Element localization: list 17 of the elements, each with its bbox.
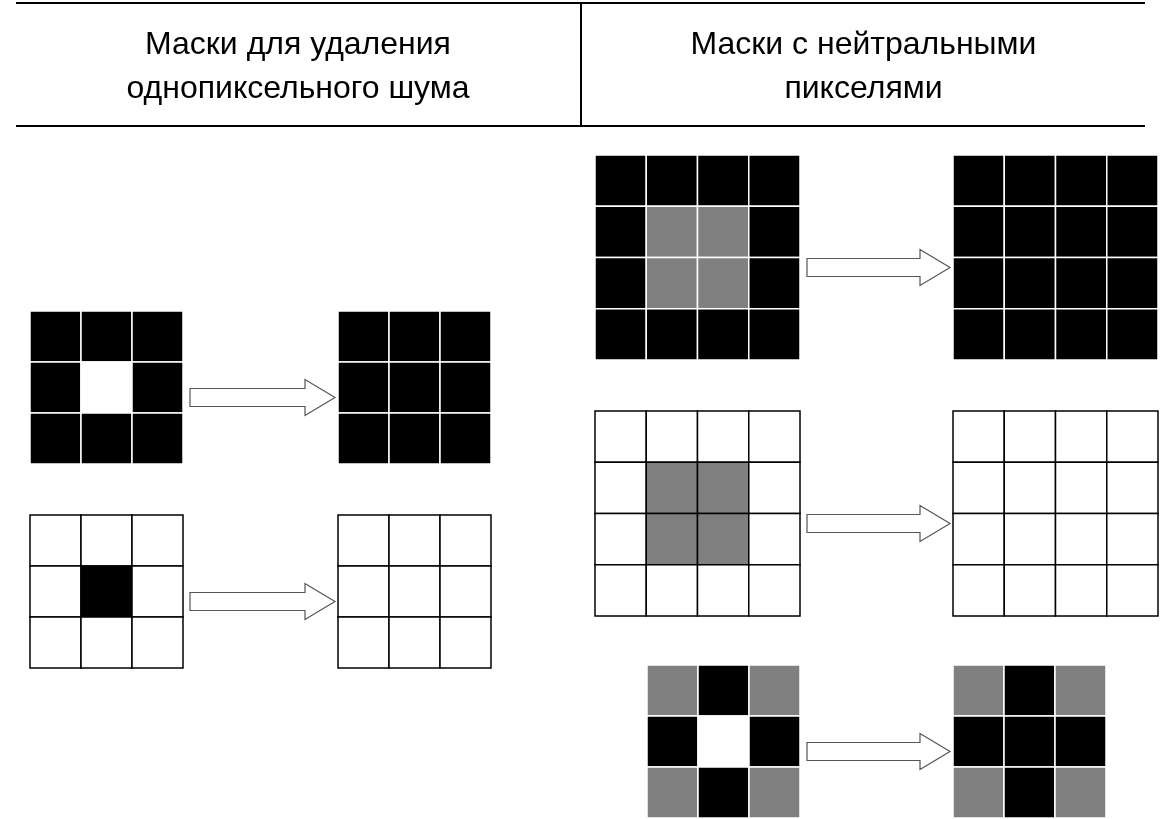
pixel-grid bbox=[647, 665, 800, 818]
block-arrow bbox=[189, 378, 337, 417]
block-arrow bbox=[806, 504, 952, 543]
pixel-grid bbox=[338, 311, 491, 464]
block-arrow bbox=[189, 582, 337, 621]
pixel-grid bbox=[595, 155, 800, 360]
pixel-grid bbox=[595, 411, 800, 616]
pixel-grid bbox=[30, 311, 183, 464]
column-heading: Маски с нейтральными пикселями bbox=[689, 23, 1038, 107]
pixel-grid bbox=[953, 155, 1158, 360]
pixel-grid bbox=[953, 411, 1158, 616]
pixel-grid bbox=[30, 515, 183, 668]
column-heading: Маски для удаления однопиксельного шума bbox=[125, 23, 471, 107]
pixel-grid bbox=[338, 515, 491, 668]
block-arrow bbox=[806, 248, 952, 287]
pixel-grid bbox=[953, 665, 1106, 818]
block-arrow bbox=[806, 732, 952, 771]
